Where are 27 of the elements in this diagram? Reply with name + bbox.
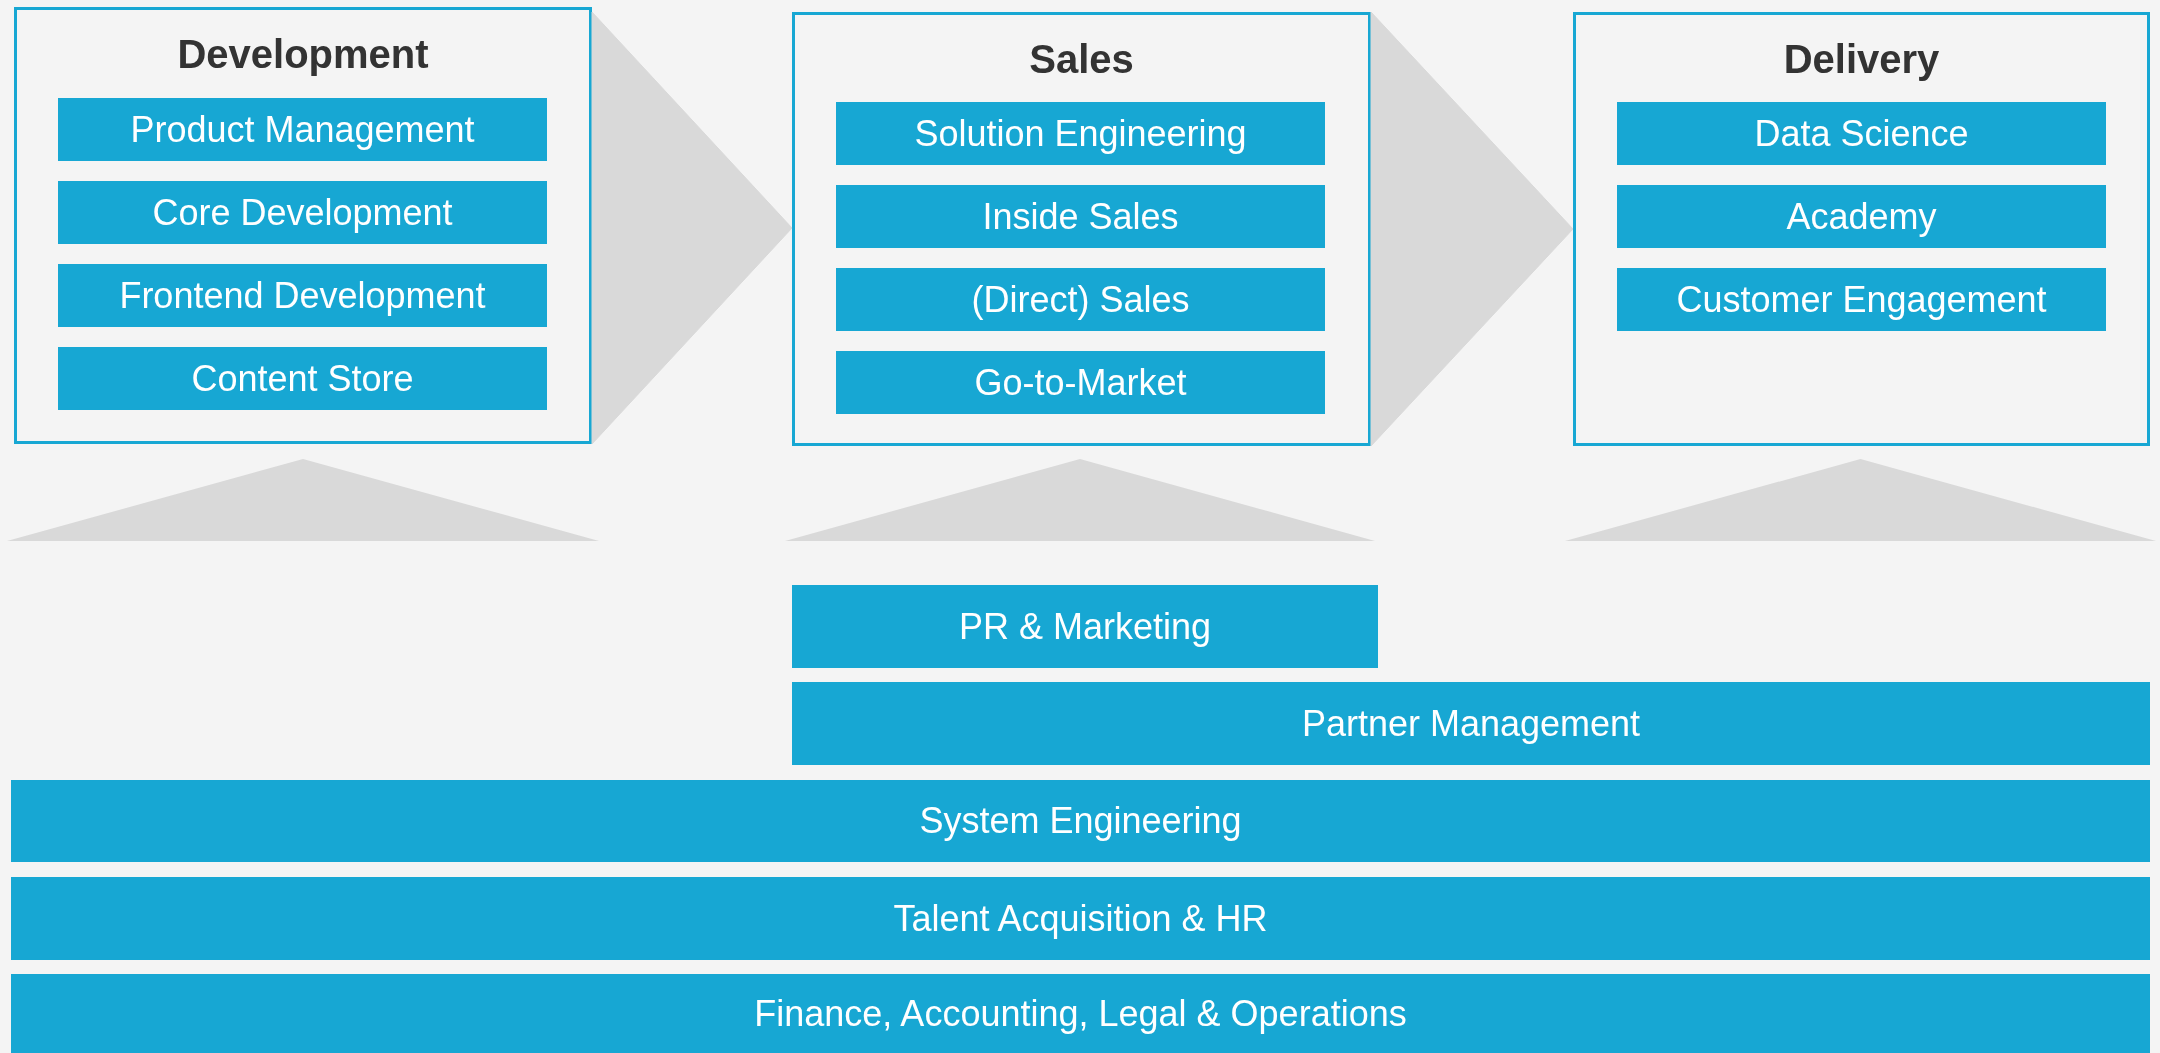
team-bar: Content Store [58, 347, 547, 410]
team-bar: Finance, Accounting, Legal & Operations [11, 974, 2150, 1053]
department-panel [14, 7, 592, 444]
team-bar: Go-to-Market [836, 351, 1325, 414]
team-bar: Customer Engagement [1617, 268, 2106, 331]
team-bar: PR & Marketing [792, 585, 1378, 668]
team-bar: Solution Engineering [836, 102, 1325, 165]
department-panel [1573, 12, 2150, 446]
chevron-arrow [591, 11, 793, 445]
team-bar: Talent Acquisition & HR [11, 877, 2150, 960]
team-bar: Partner Management [792, 682, 2150, 765]
team-bar: (Direct) Sales [836, 268, 1325, 331]
team-bar: Data Science [1617, 102, 2106, 165]
chevron-arrow [1370, 11, 1574, 447]
team-bar: System Engineering [11, 780, 2150, 862]
team-bar: Frontend Development [58, 264, 547, 327]
department-title: Delivery [1783, 37, 1940, 81]
pedestal-triangle [1565, 459, 2156, 541]
department-title: Development [177, 32, 429, 76]
team-bar: Product Management [58, 98, 547, 161]
department-title: Sales [1029, 37, 1134, 81]
team-bar: Academy [1617, 185, 2106, 248]
pedestal-triangle [785, 459, 1375, 541]
team-bar: Inside Sales [836, 185, 1325, 248]
department-panel [792, 12, 1371, 446]
team-bar: Core Development [58, 181, 547, 244]
pedestal-triangle [7, 459, 599, 541]
